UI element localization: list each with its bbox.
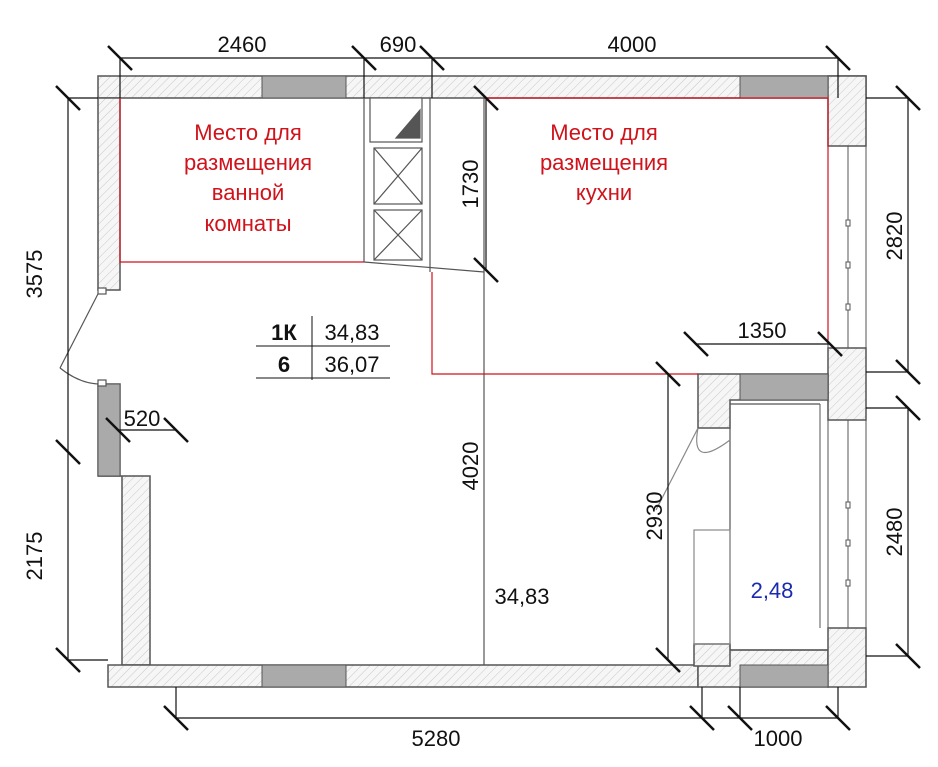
loggia-outline [655,403,828,651]
entrance-door [59,287,107,387]
room-area: 34,83 [494,584,549,609]
window-loggia-top [739,373,829,401]
apartment-floor: 6 [278,352,290,377]
dim-top-mid: 690 [380,32,417,57]
partitions [363,98,485,665]
dim-balcony-left: 2930 [642,492,667,541]
zone-kitchen-line-2: размещения [540,150,668,175]
wall-right-mid [827,347,867,421]
window-bottom-right [739,664,829,688]
wall-entrance [98,475,151,666]
wall-loggia-stub [693,643,731,667]
zone-bathroom-outline [119,98,364,263]
dim-top-right: 4000 [608,32,657,57]
zone-kitchen-line-3: кухни [576,180,632,205]
dim-bottom-balcony: 1000 [754,726,803,751]
dimension-labels: 2460 690 4000 3575 2175 1730 2820 1350 5… [22,32,907,751]
window-segments [97,75,829,688]
zone-kitchen-line-1: Место для [550,120,658,145]
ventilation-shafts [369,97,423,261]
zone-bathroom-line-3: ванной [212,180,285,205]
zone-kitchen-label: Место для размещения кухни [540,120,668,205]
wall-right-lower [827,627,867,688]
zone-kitchen-lower [431,272,698,375]
window-kitchen [827,146,867,348]
zone-kitchen-outline [484,97,829,340]
zone-bathroom-line-2: размещения [184,150,312,175]
balcony-area: 2,48 [751,578,794,603]
dim-hall-depth: 520 [124,406,161,431]
loggia-glazing [819,404,867,628]
dim-left-upper: 3575 [22,250,47,299]
window-bottom-left [261,664,347,688]
dim-kitchen-right: 2820 [882,212,907,261]
wall-left-upper [97,97,121,291]
zone-bathroom-line-4: комнаты [204,211,291,236]
zone-bathroom-line-1: Место для [194,120,302,145]
dim-left-lower: 2175 [22,532,47,581]
wall-right-upper [827,75,867,147]
dimension-lines [55,45,921,731]
dim-bathroom-height: 1730 [458,160,483,209]
apartment-area-total: 36,07 [324,352,379,377]
apartment-table: 1К 34,83 6 36,07 [256,316,390,380]
window-top-right [739,75,829,99]
dim-room-height: 4020 [458,442,483,491]
apartment-type: 1К [271,320,297,345]
dim-bottom-main: 5280 [412,726,461,751]
zone-bathroom-label: Место для размещения ванной комнаты [184,120,312,236]
wall-bottom [107,664,699,688]
zone-outlines [119,97,829,375]
dim-balcony-right: 2480 [882,508,907,557]
dim-top-left: 2460 [218,32,267,57]
apartment-area: 34,83 [324,320,379,345]
dim-balcony-top: 1350 [738,318,787,343]
window-top-left [261,75,347,99]
